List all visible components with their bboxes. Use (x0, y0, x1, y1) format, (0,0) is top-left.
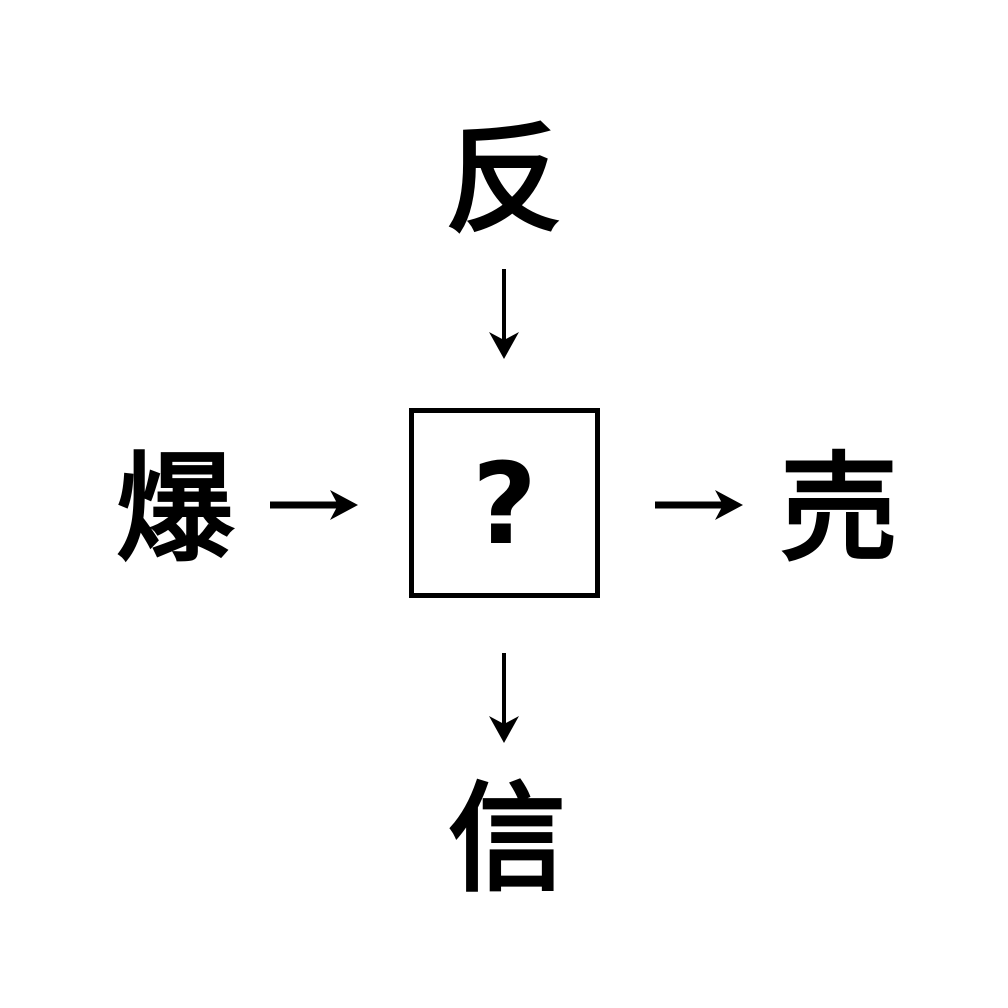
kanji-node-left-label: 爆 (115, 440, 234, 578)
arrow-right-right-icon (651, 481, 747, 529)
answer-box[interactable]: ? (409, 408, 600, 598)
kanji-node-right-label: 売 (779, 440, 898, 578)
arrow-right-left-icon (266, 481, 362, 529)
kanji-node-top: 反 (404, 118, 604, 242)
answer-question-mark: ? (472, 440, 537, 570)
kanji-node-top-label: 反 (444, 111, 563, 249)
kanji-node-bottom: 信 (407, 777, 607, 901)
kanji-node-left: 爆 (75, 447, 275, 571)
arrow-down-bottom-icon (480, 650, 528, 748)
arrow-down-top-icon (480, 266, 528, 364)
kanji-node-bottom-label: 信 (447, 770, 566, 908)
kanji-node-right: 売 (739, 447, 939, 571)
